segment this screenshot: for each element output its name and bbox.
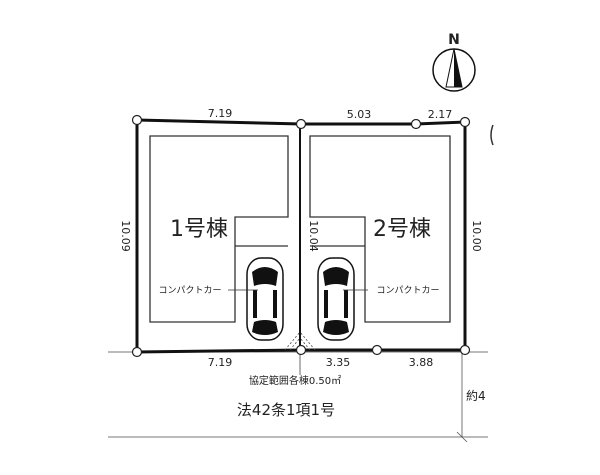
dim-lot1-left: 10.09 [119,220,132,252]
north-arrow-icon: N [432,32,476,92]
car-1-icon [246,257,284,341]
boundary-arc [490,124,494,146]
dim-lot1-bottom: 7.19 [208,356,233,369]
dim-lot2-right: 10.00 [470,220,483,252]
road-width-note: 約4 [466,388,486,403]
agreement-area-note: 協定範囲各棟0.50㎡ [249,374,341,387]
dim-lot1-right: 10.04 [307,220,320,252]
dim-lot2-top-left: 5.03 [347,108,372,121]
car-2-label: コンパクトカー [376,285,439,296]
house-2-footprint [309,135,451,323]
boundary-markers [131,114,471,358]
lot-2-label: 2号棟 [373,217,431,242]
dim-lot2-bottom-left: 3.35 [326,356,351,369]
car-2-icon [317,257,355,341]
compass-letter: N [448,32,460,48]
dim-lot1-top: 7.19 [208,107,233,120]
car-1-label: コンパクトカー [158,285,221,296]
dim-lot2-top-right: 2.17 [428,108,453,121]
lot-1-label: 1号棟 [170,217,228,242]
lot-boundary [135,118,467,354]
dim-lot2-bottom-right: 3.88 [409,356,434,369]
house-1-footprint [149,135,289,323]
road-width-tick [456,431,468,443]
road-classification: 法42条1項1号 [237,401,335,419]
